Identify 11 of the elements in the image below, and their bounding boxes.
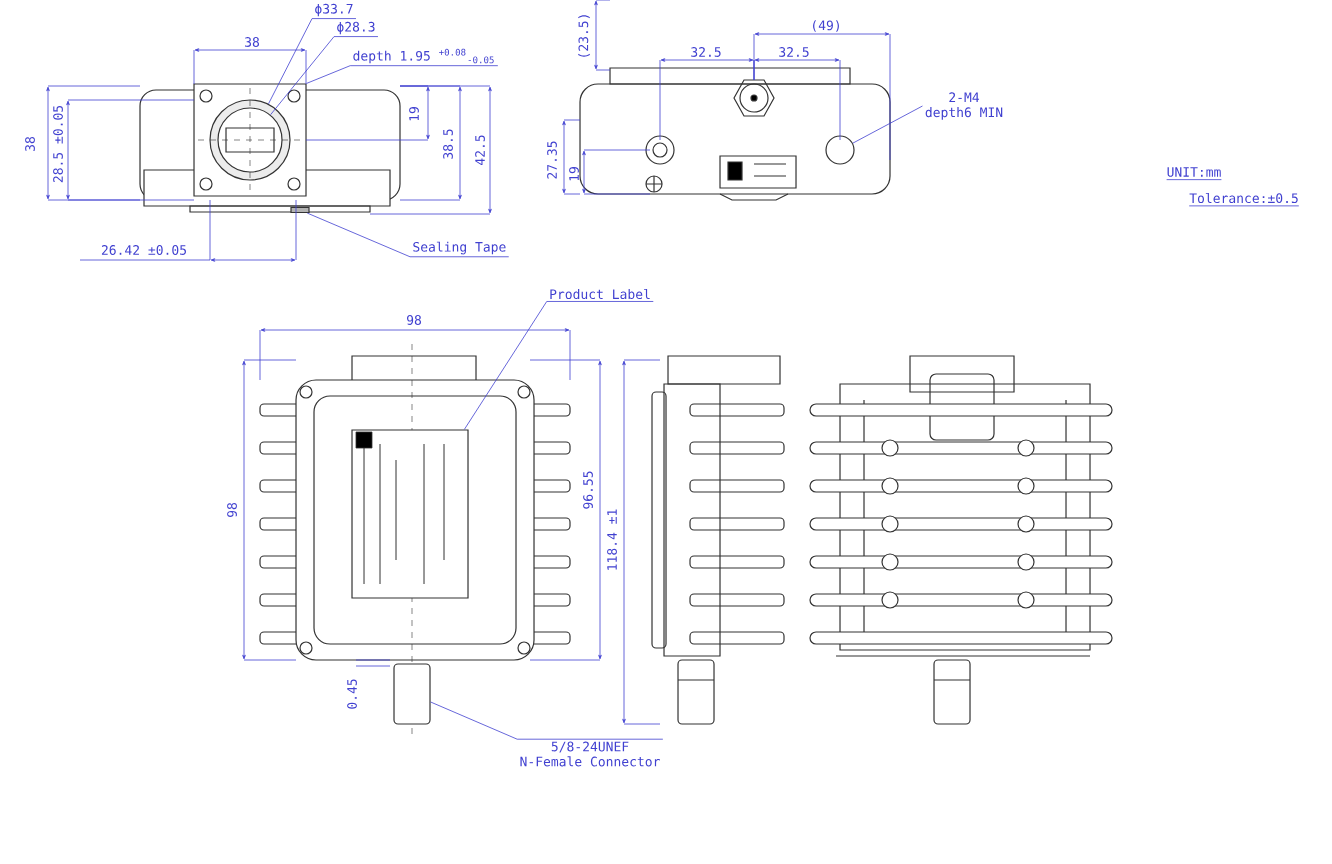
leader-line <box>306 65 499 84</box>
leader-line <box>463 301 654 430</box>
leader-line <box>268 18 357 105</box>
connector <box>393 663 431 725</box>
leader-line <box>306 212 510 258</box>
product-label <box>351 429 469 599</box>
leader-line <box>852 105 923 144</box>
leader-line <box>270 36 379 116</box>
mounting-hole <box>825 135 855 165</box>
leader-line <box>430 701 664 740</box>
sealing-tape <box>290 206 310 214</box>
